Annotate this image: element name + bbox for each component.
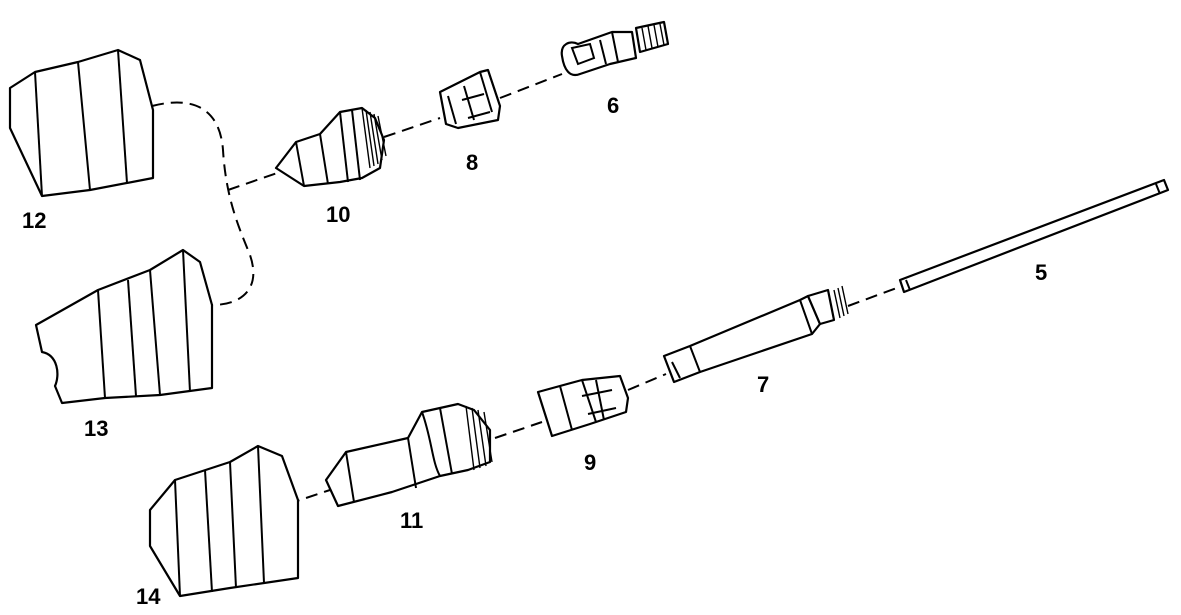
label-part-9: 9 bbox=[584, 450, 596, 475]
label-part-11: 11 bbox=[400, 508, 423, 533]
part-5-rod bbox=[898, 178, 1170, 294]
part-10-tip bbox=[274, 106, 387, 188]
upper-axis-line bbox=[227, 171, 281, 191]
label-part-5: 5 bbox=[1035, 260, 1047, 285]
part-6-holder bbox=[560, 20, 670, 77]
label-part-13: 13 bbox=[84, 416, 108, 441]
lower-axis-line-4 bbox=[847, 285, 903, 307]
label-part-6: 6 bbox=[607, 93, 619, 118]
part-8-diffuser bbox=[438, 68, 502, 130]
label-part-8: 8 bbox=[466, 150, 478, 175]
label-part-14: 14 bbox=[136, 584, 161, 609]
part-11-tip bbox=[324, 402, 493, 508]
label-part-12: 12 bbox=[22, 208, 46, 233]
part-7-body bbox=[662, 285, 849, 384]
part-13-cap bbox=[34, 248, 214, 405]
part-labels: 5 6 7 8 9 10 11 12 13 14 bbox=[22, 93, 1047, 609]
label-part-10: 10 bbox=[326, 202, 350, 227]
part-14-cap bbox=[148, 444, 300, 598]
part-9-diffuser bbox=[536, 374, 630, 438]
label-part-7: 7 bbox=[757, 372, 769, 397]
part-12-cap bbox=[8, 48, 155, 198]
connector-12-13 bbox=[151, 101, 255, 306]
upper-axis-line-3 bbox=[499, 73, 563, 99]
lower-axis-line-2 bbox=[494, 421, 543, 439]
assembly-lines bbox=[151, 73, 903, 505]
lower-axis-line-3 bbox=[627, 373, 667, 391]
upper-axis-line-2 bbox=[383, 117, 441, 138]
